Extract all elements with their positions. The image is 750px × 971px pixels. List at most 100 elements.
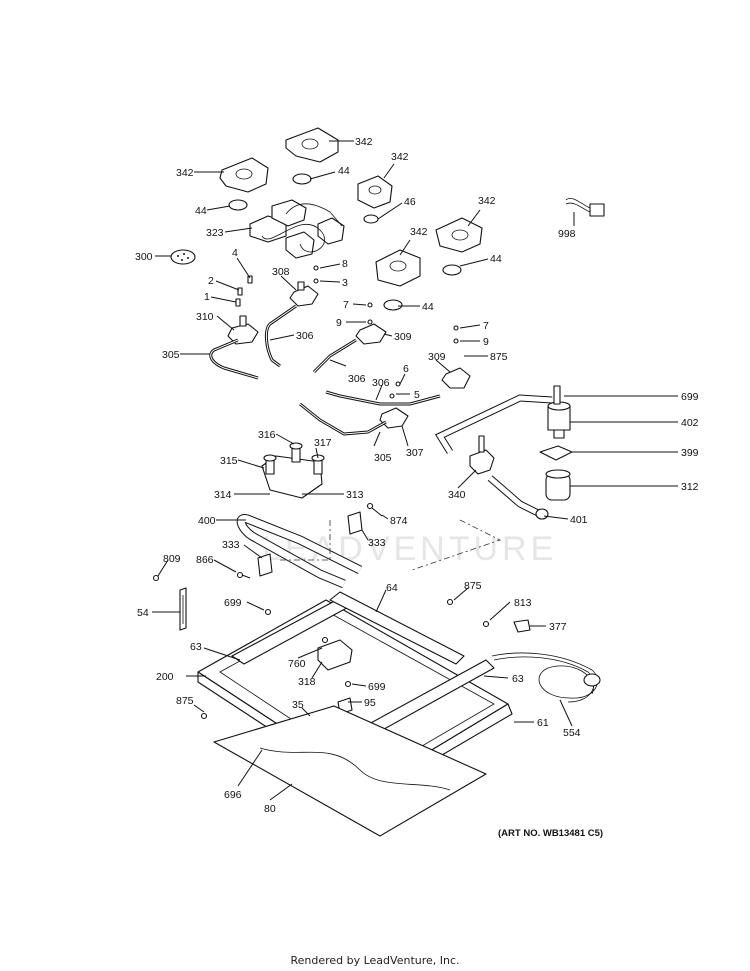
art-number: (ART NO. WB13481 C5) [498, 828, 604, 839]
callout-95: 95 [364, 697, 376, 709]
grommet-44-d [383, 299, 403, 311]
valve-310 [227, 315, 259, 345]
gasket-399 [539, 445, 573, 461]
callout-308: 308 [272, 266, 290, 278]
screw-809 [152, 574, 160, 582]
callout-5: 5 [414, 389, 420, 401]
callout-44-a: 44 [338, 165, 350, 177]
grommet-44-c [442, 264, 462, 276]
callout-4: 4 [232, 247, 238, 259]
callout-342-b: 342 [176, 167, 194, 179]
callout-64: 64 [386, 582, 398, 594]
callout-875-a: 875 [490, 351, 508, 363]
callout-35: 35 [292, 699, 304, 711]
callout-54: 54 [137, 607, 149, 619]
callout-401: 401 [570, 514, 588, 526]
callout-309-b: 309 [428, 351, 446, 363]
callout-200: 200 [156, 671, 174, 683]
regulator-312 [545, 469, 571, 501]
spark-module-318 [317, 639, 353, 671]
bracket-333-a [347, 511, 363, 535]
bracket-54 [179, 587, 187, 631]
callout-3: 3 [342, 277, 348, 289]
callout-340: 340 [448, 489, 466, 501]
callout-306-a: 306 [296, 330, 314, 342]
burner-base-300 [170, 249, 196, 265]
callout-305-b: 305 [374, 452, 392, 464]
callout-9-a: 9 [336, 317, 342, 329]
grommet-44-a [292, 173, 312, 185]
burner-tube-400 [236, 514, 502, 589]
valve-309-b [441, 367, 471, 389]
callout-1: 1 [204, 291, 210, 303]
igniter-harness [249, 199, 345, 259]
burner-cap-left [219, 157, 269, 193]
callout-699-c: 699 [368, 681, 386, 693]
valve-309-a [355, 323, 387, 345]
callout-699-a: 699 [681, 391, 699, 403]
callout-300: 300 [135, 251, 153, 263]
footer-credit: Rendered by LeadVenture, Inc. [290, 954, 460, 967]
valve-307 [379, 407, 409, 429]
callout-760: 760 [288, 658, 306, 670]
burner-cap-center [357, 175, 393, 209]
callout-315: 315 [220, 455, 238, 467]
callout-310: 310 [196, 311, 214, 323]
burner-cap-right [435, 217, 483, 253]
callout-309-a: 309 [394, 331, 412, 343]
callout-318: 318 [298, 676, 316, 688]
callout-307: 307 [406, 447, 424, 459]
wire-connector-998 [565, 198, 605, 217]
bracket-333-b [257, 553, 273, 577]
callout-46: 46 [404, 196, 416, 208]
callout-323: 323 [206, 227, 224, 239]
callout-875-c: 875 [176, 695, 194, 707]
callout-399: 399 [681, 447, 699, 459]
burner-cap-top [285, 127, 339, 163]
callout-313: 313 [346, 489, 364, 501]
callout-696: 696 [224, 789, 242, 801]
callout-333-a: 333 [368, 537, 386, 549]
valve-308 [289, 281, 319, 307]
manifold-pipe-401 [434, 394, 553, 520]
screw-866 [236, 571, 251, 579]
callout-342-c: 342 [391, 151, 409, 163]
callout-7-b: 7 [483, 320, 489, 332]
callout-312: 312 [681, 481, 699, 493]
callout-400: 400 [198, 515, 216, 527]
leader-lines [152, 140, 678, 801]
valve-assembly-313 [261, 442, 325, 499]
tube-306-right [325, 390, 441, 406]
callout-342-a: 342 [355, 136, 373, 148]
burner-cap-middle [375, 249, 421, 287]
callout-44-b: 44 [195, 205, 207, 217]
callout-998: 998 [558, 228, 576, 240]
callout-61: 61 [537, 717, 549, 729]
callout-44-d: 44 [422, 301, 434, 313]
callout-63-a: 63 [190, 641, 202, 653]
tube-306-center [312, 338, 357, 374]
fitting-340 [469, 435, 495, 475]
callout-306-c: 306 [372, 377, 390, 389]
cross-rail-64 [329, 591, 465, 665]
screw-874 [366, 502, 383, 517]
tube-305-left [209, 338, 259, 380]
callout-875-b: 875 [464, 580, 482, 592]
callout-8: 8 [342, 258, 348, 270]
callout-699-b: 699 [224, 597, 242, 609]
callout-306-b: 306 [348, 373, 366, 385]
grommet-44-b [228, 199, 248, 211]
callout-874: 874 [390, 515, 408, 527]
pressure-regulator-402 [547, 385, 571, 439]
screw-set-left [235, 275, 253, 307]
callout-866: 866 [196, 554, 214, 566]
callout-809: 809 [163, 553, 181, 565]
callout-2: 2 [208, 275, 214, 287]
callout-80: 80 [264, 803, 276, 815]
callout-labels: 342 342 342 342 342 44 44 44 44 46 323 3… [135, 136, 699, 815]
callout-316: 316 [258, 429, 276, 441]
grommet-46 [363, 214, 379, 224]
callout-813: 813 [514, 597, 532, 609]
callout-6: 6 [403, 363, 409, 375]
